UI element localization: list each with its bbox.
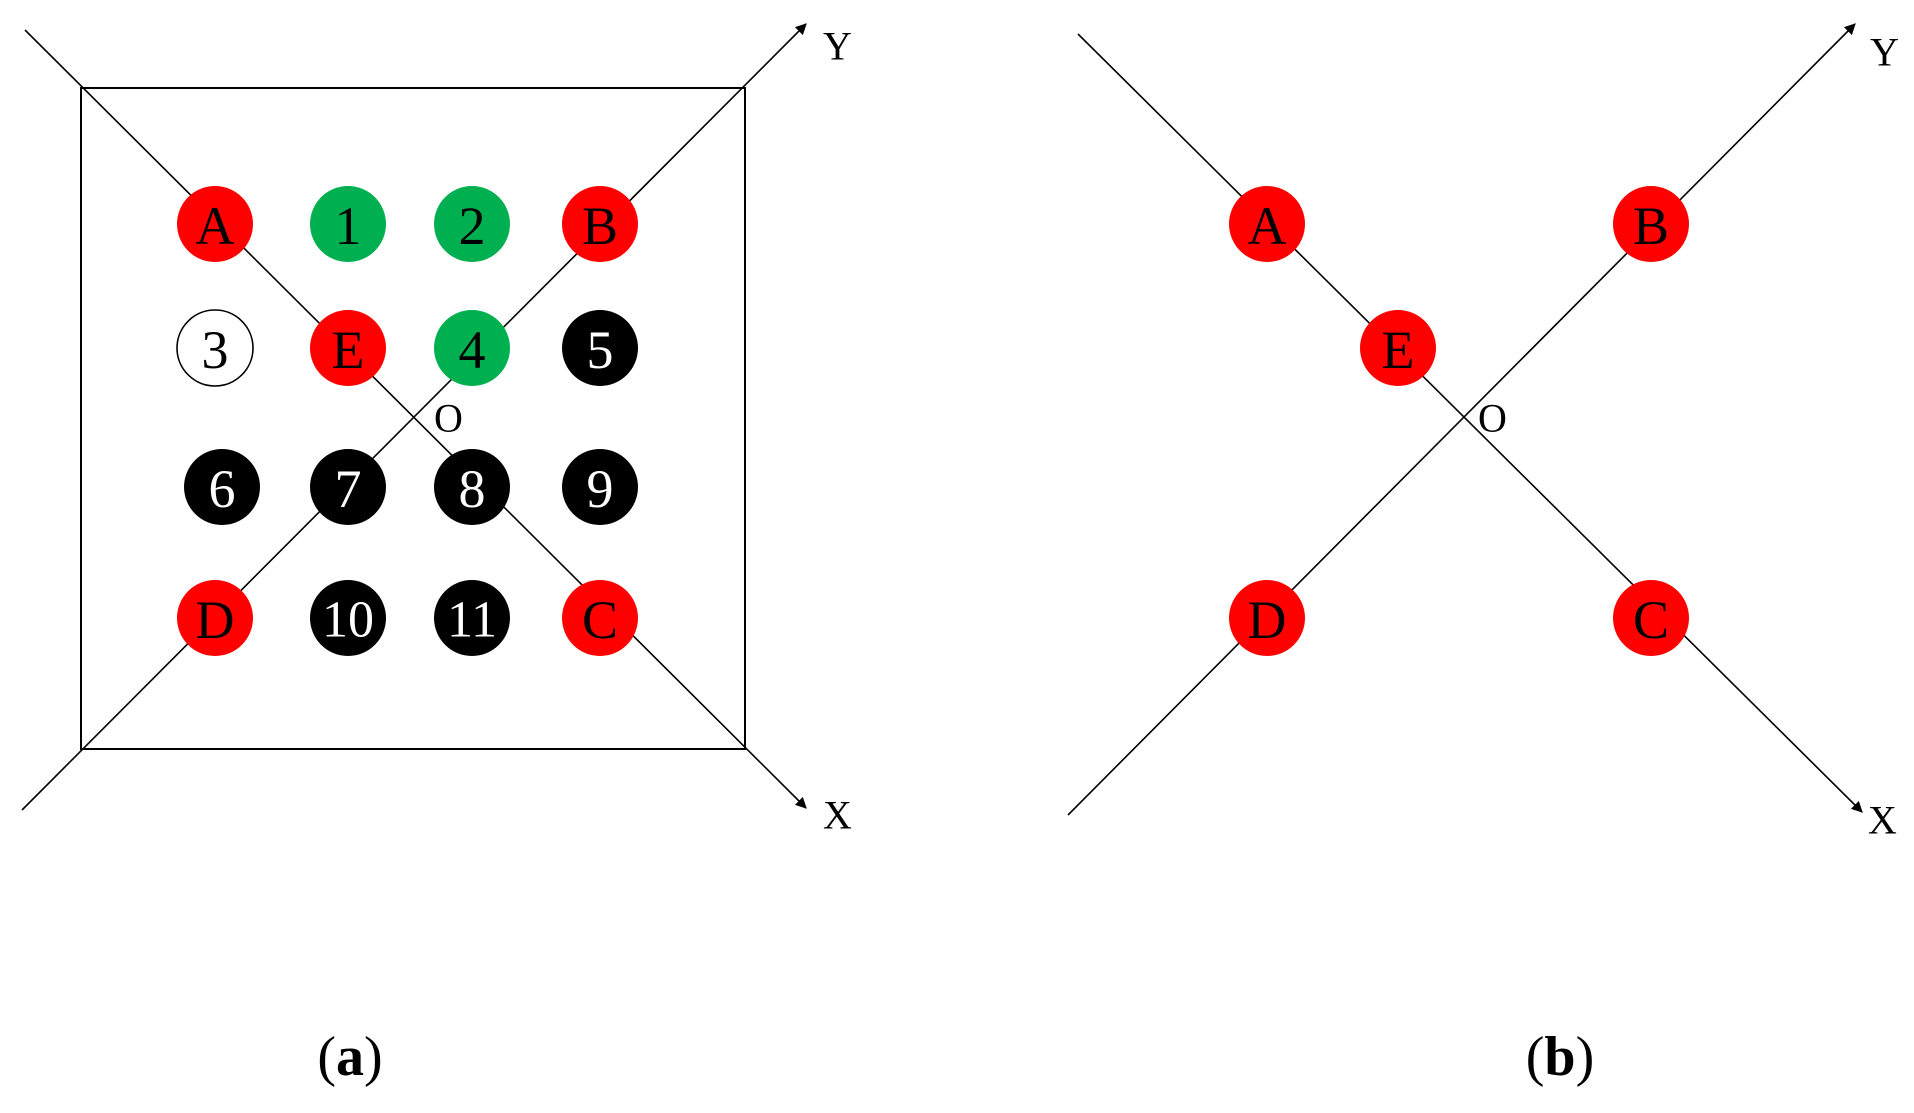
node-b-A-circle — [1229, 186, 1305, 262]
node-a-11: 11 — [434, 580, 510, 656]
node-a-2-circle — [434, 186, 510, 262]
panel-a-origin-label: O — [434, 396, 463, 441]
node-b-B: B — [1613, 186, 1689, 262]
panel-b-caption-open: ( — [1525, 1026, 1545, 1088]
node-a-9-label: 9 — [587, 459, 614, 519]
panel-a: Y X O A 1 2 B 3 E 4 5 6 7 8 9D 10 11 C — [21, 23, 852, 838]
node-b-B-circle — [1613, 186, 1689, 262]
node-b-D-label: D — [1248, 590, 1287, 650]
node-a-E-label: E — [332, 320, 365, 380]
node-a-E-circle — [310, 310, 386, 386]
panel-b-y-axis-label: Y — [1870, 30, 1899, 75]
node-a-5-label: 5 — [587, 320, 614, 380]
node-a-A-label: A — [196, 196, 235, 256]
node-a-E: E — [310, 310, 386, 386]
panel-a-x-axis-label: X — [823, 793, 852, 838]
node-b-C-label: C — [1633, 590, 1669, 650]
node-b-A-label: A — [1248, 196, 1287, 256]
panel-b-node-group: A B E D C — [1229, 186, 1689, 656]
panel-b-caption: (b) — [1526, 1025, 1594, 1089]
node-b-E-circle — [1360, 310, 1436, 386]
node-a-6-circle — [184, 449, 260, 525]
panel-a-y-axis-line — [21, 23, 807, 811]
node-a-D: D — [177, 580, 253, 656]
panel-b-x-axis-label: X — [1868, 798, 1897, 843]
node-a-D-circle — [177, 580, 253, 656]
node-a-7-label: 7 — [335, 459, 362, 519]
node-a-C-label: C — [582, 590, 618, 650]
panel-a-caption-letter: a — [336, 1026, 364, 1088]
panel-b: Y X O A B E D C — [1067, 23, 1899, 843]
panel-b-caption-close: ) — [1575, 1026, 1595, 1088]
node-b-B-label: B — [1633, 196, 1669, 256]
node-a-4: 4 — [434, 310, 510, 386]
node-a-4-label: 4 — [459, 320, 486, 380]
node-a-7-circle — [310, 449, 386, 525]
panel-a-y-axis-label: Y — [823, 24, 852, 69]
node-a-D-label: D — [196, 590, 235, 650]
node-a-6: 6 — [184, 449, 260, 525]
node-a-7: 7 — [310, 449, 386, 525]
panel-b-caption-letter: b — [1544, 1026, 1576, 1088]
node-a-B-label: B — [582, 196, 618, 256]
node-a-3-circle — [176, 309, 254, 387]
node-b-E-label: E — [1382, 320, 1415, 380]
node-a-3-label: 3 — [202, 320, 229, 380]
node-a-8: 8 — [434, 449, 510, 525]
node-a-2-label: 2 — [459, 196, 486, 256]
node-a-10-circle — [310, 580, 386, 656]
node-b-D-circle — [1229, 580, 1305, 656]
node-a-5-circle — [562, 310, 638, 386]
node-a-10: 10 — [310, 580, 386, 656]
node-a-A-circle — [177, 186, 253, 262]
node-a-9-circle — [562, 449, 638, 525]
node-a-C: C — [562, 580, 638, 656]
node-b-A: A — [1229, 186, 1305, 262]
node-a-5: 5 — [562, 310, 638, 386]
node-a-B: B — [562, 186, 638, 262]
panel-b-origin-label: O — [1478, 396, 1507, 441]
node-a-B-circle — [562, 186, 638, 262]
node-b-E: E — [1360, 310, 1436, 386]
node-b-D: D — [1229, 580, 1305, 656]
node-a-A: A — [177, 186, 253, 262]
node-a-C-circle — [562, 580, 638, 656]
node-b-C-circle — [1613, 580, 1689, 656]
panel-a-caption: (a) — [317, 1025, 382, 1089]
node-a-3: 3 — [176, 309, 254, 387]
panel-a-caption-close: ) — [364, 1026, 383, 1088]
node-a-8-circle — [434, 449, 510, 525]
node-a-2: 2 — [434, 186, 510, 262]
panel-a-square-outline — [80, 87, 746, 750]
node-a-1-label: 1 — [335, 196, 362, 256]
panel-a-x-axis-line — [24, 29, 807, 809]
node-a-9: 9 — [562, 449, 638, 525]
panel-b-x-axis-line — [1077, 33, 1863, 813]
node-a-6-label: 6 — [209, 459, 236, 519]
node-a-11-circle — [434, 580, 510, 656]
panel-a-node-group: A 1 2 B 3 E 4 5 6 7 8 9D 10 11 C — [176, 186, 638, 656]
node-a-8-label: 8 — [459, 459, 486, 519]
node-a-11-label: 11 — [447, 592, 497, 649]
node-a-4-circle — [434, 310, 510, 386]
node-a-1-circle — [310, 186, 386, 262]
panel-b-y-axis-line — [1067, 23, 1856, 816]
node-a-1: 1 — [310, 186, 386, 262]
node-a-10-label: 10 — [322, 592, 374, 649]
node-b-C: C — [1613, 580, 1689, 656]
panel-a-caption-open: ( — [317, 1026, 336, 1088]
